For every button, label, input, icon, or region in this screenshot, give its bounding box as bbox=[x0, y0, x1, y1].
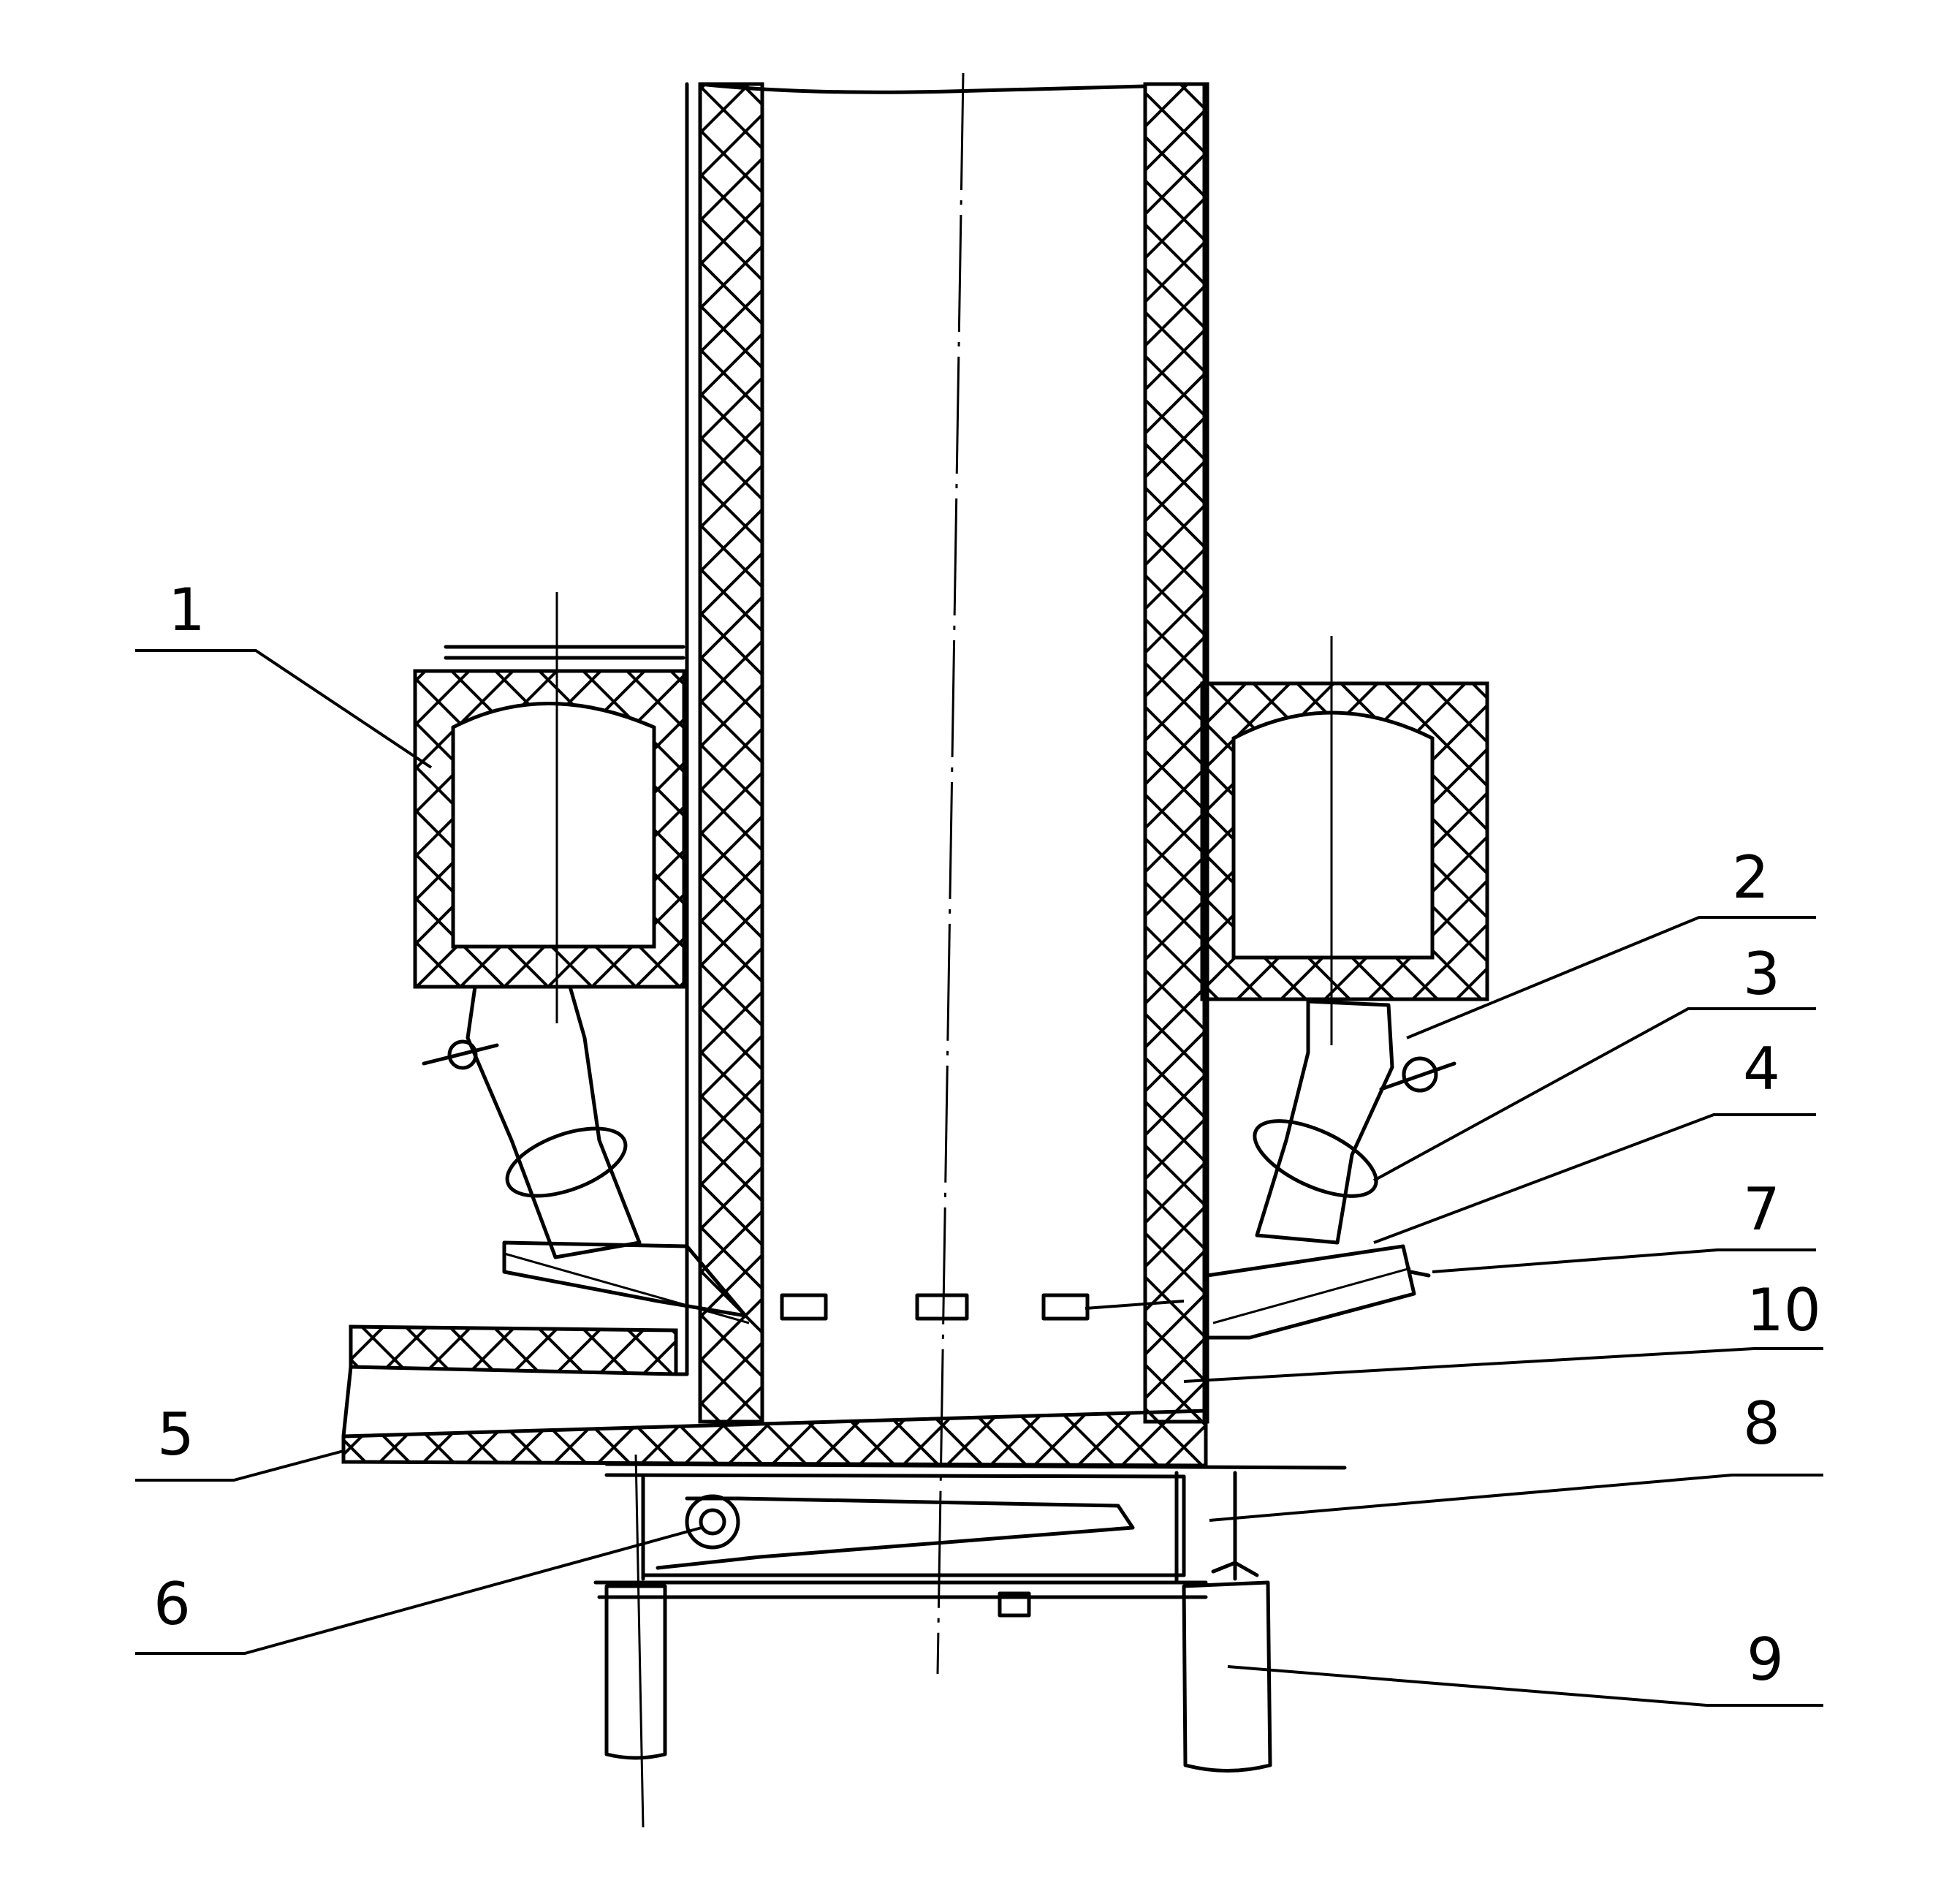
right-nozzle bbox=[1205, 1244, 1416, 1340]
left-flange bbox=[505, 1126, 628, 1198]
left-burner-pipe bbox=[466, 985, 642, 1259]
callout-8: 8 bbox=[1743, 1390, 1780, 1458]
callout-5: 5 bbox=[157, 1400, 194, 1468]
leader-3 bbox=[1373, 1007, 1816, 1182]
left-burner-box bbox=[413, 592, 750, 1324]
leader-1 bbox=[135, 649, 433, 769]
leader-6 bbox=[135, 1526, 702, 1655]
callout-4: 4 bbox=[1743, 1035, 1780, 1103]
callout-9: 9 bbox=[1747, 1626, 1784, 1694]
slot-3 bbox=[1041, 1293, 1090, 1321]
left-valve-handwheel bbox=[447, 1039, 478, 1070]
leader-5 bbox=[135, 1449, 344, 1482]
left-nozzle bbox=[502, 1240, 748, 1318]
lever-arm bbox=[656, 1496, 1135, 1570]
right-valve-handwheel bbox=[1402, 1056, 1438, 1093]
slot-1 bbox=[780, 1293, 828, 1321]
leader-10 bbox=[1183, 1347, 1823, 1383]
leader-8 bbox=[1209, 1474, 1823, 1522]
right-burner-pipe bbox=[1255, 999, 1394, 1245]
right-burner-box bbox=[1200, 636, 1489, 1340]
side-duct-5 bbox=[349, 1324, 678, 1376]
callout-7: 7 bbox=[1743, 1175, 1780, 1243]
left-shaft-wall bbox=[698, 82, 764, 1424]
callout-6: 6 bbox=[153, 1570, 191, 1638]
right-burner-chamber bbox=[1231, 710, 1435, 960]
callout-labels: 1 2 3 4 7 10 5 8 6 9 bbox=[153, 576, 1821, 1694]
leader-9 bbox=[1227, 1665, 1823, 1707]
callout-3: 3 bbox=[1743, 940, 1780, 1008]
callout-1: 1 bbox=[168, 576, 205, 644]
floor-slab bbox=[341, 1409, 1208, 1468]
right-leg-9 bbox=[1182, 1580, 1272, 1773]
leader-2 bbox=[1406, 916, 1816, 1039]
leader-4 bbox=[1373, 1113, 1816, 1244]
inspection-slots bbox=[780, 1293, 1090, 1321]
pin-guide bbox=[998, 1591, 1031, 1618]
hearth-floor bbox=[341, 1324, 1208, 1468]
slot-2 bbox=[915, 1293, 969, 1321]
leader-7 bbox=[1432, 1248, 1816, 1273]
callout-leaders bbox=[135, 649, 1823, 1707]
left-burner-chamber bbox=[451, 702, 656, 949]
support-legs bbox=[593, 1471, 1272, 1773]
right-flange bbox=[1253, 1119, 1378, 1198]
shaft-centerline bbox=[936, 72, 965, 1675]
callout-10: 10 bbox=[1747, 1276, 1821, 1344]
support-mechanism bbox=[597, 1454, 1347, 1828]
left-leg bbox=[604, 1584, 667, 1760]
pivot-wheel-6 bbox=[685, 1494, 740, 1550]
right-shaft-wall bbox=[1143, 82, 1209, 1424]
callout-2: 2 bbox=[1732, 844, 1769, 911]
